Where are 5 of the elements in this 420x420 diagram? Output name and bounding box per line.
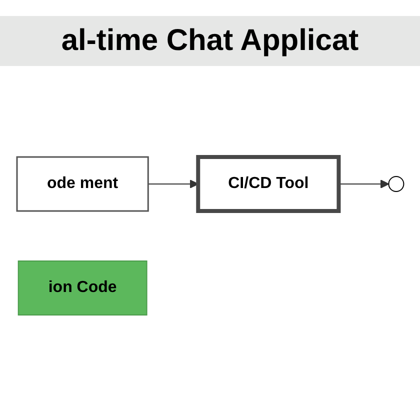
node-box: CI/CD Tool xyxy=(196,155,340,213)
node-box: ion Code xyxy=(17,260,147,316)
node-circle xyxy=(388,176,404,192)
node-box: ode ment xyxy=(16,156,149,212)
title-banner: al-time Chat Applicat xyxy=(0,16,420,66)
